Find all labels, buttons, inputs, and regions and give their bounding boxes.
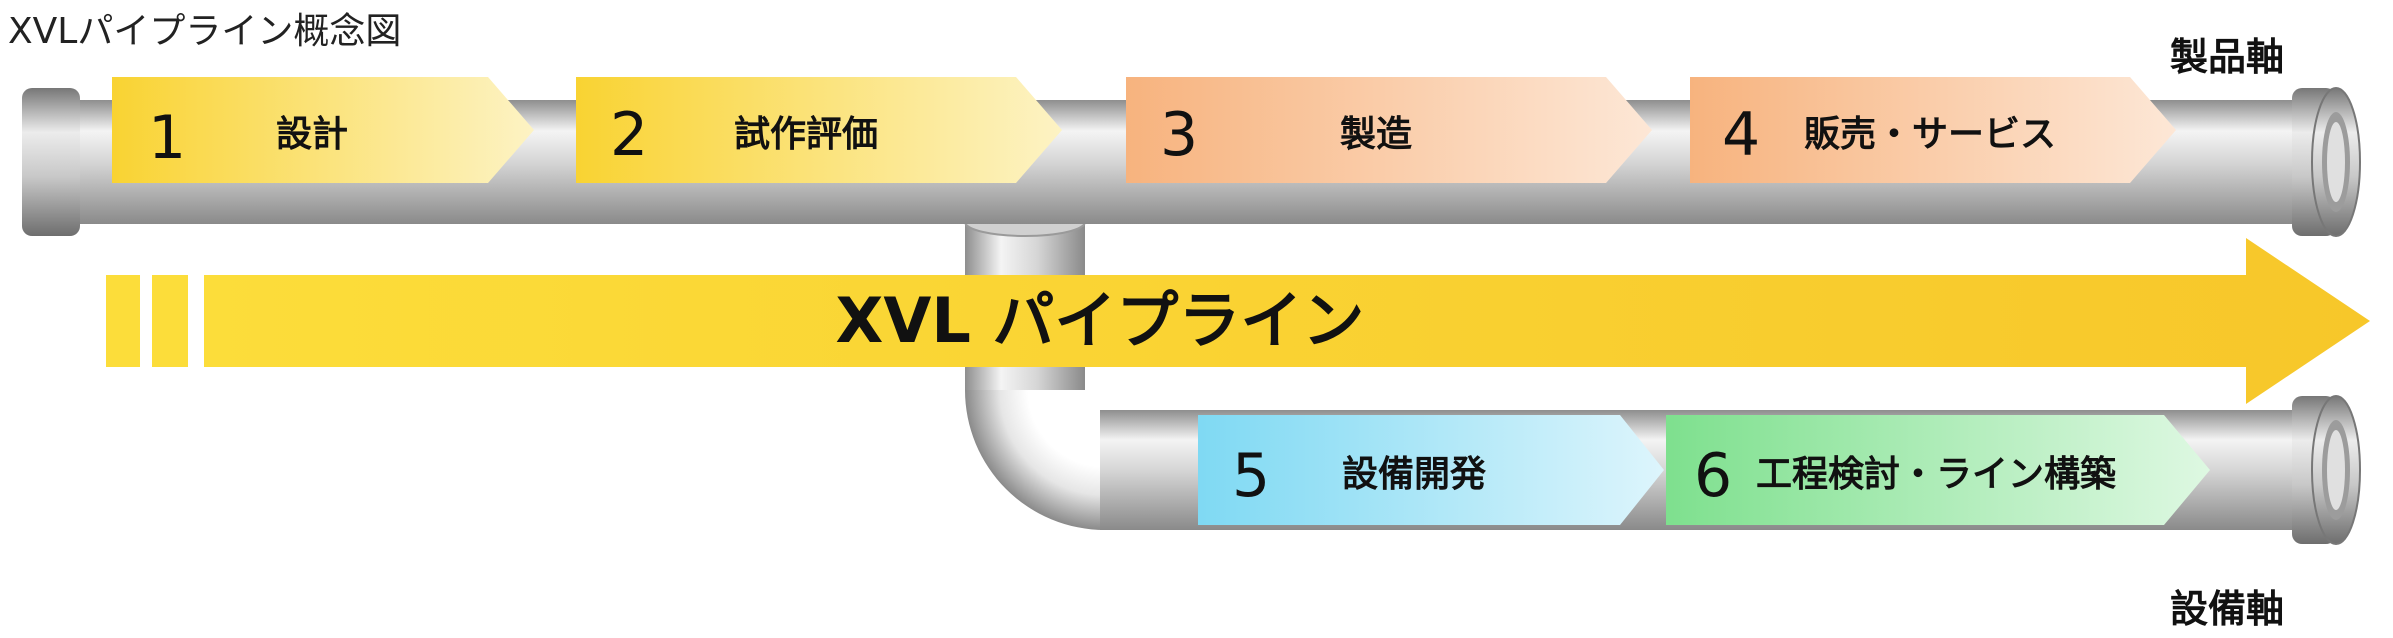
stage-label: 設備開発	[1342, 454, 1487, 495]
product-axis-label: 製品軸	[2170, 35, 2285, 79]
stage-label: 工程検討・ライン構築	[1756, 454, 2117, 495]
stage-5-equipment-development: 5 設備開発	[1198, 415, 1664, 525]
stage-label: 製造	[1340, 114, 1412, 155]
equipment-axis-label: 設備軸	[2170, 587, 2285, 631]
stage-label: 試作評価	[734, 114, 878, 155]
pipeline-arrow: XVL パイプライン	[106, 238, 2370, 404]
stage-number: 2	[610, 100, 648, 170]
stage-4-sales-service: 4 販売・サービス	[1690, 77, 2176, 183]
stage-label: 設計	[276, 114, 348, 155]
stage-number: 3	[1160, 100, 1198, 170]
stage-1-design: 1 設計	[112, 77, 534, 183]
diagram-title: XVLパイプライン概念図	[8, 11, 402, 52]
stage-6-process-line-construction: 6 工程検討・ライン構築	[1666, 415, 2210, 525]
stage-number: 4	[1722, 100, 1760, 170]
stage-number: 1	[148, 103, 186, 173]
stage-number: 5	[1232, 441, 1270, 511]
stage-number: 6	[1694, 441, 1732, 511]
stage-2-prototype-evaluation: 2 試作評価	[576, 77, 1062, 183]
stage-label: 販売・サービス	[1804, 114, 2056, 155]
pipeline-label: XVL パイプライン	[836, 284, 1365, 357]
stage-3-manufacturing: 3 製造	[1126, 77, 1652, 183]
